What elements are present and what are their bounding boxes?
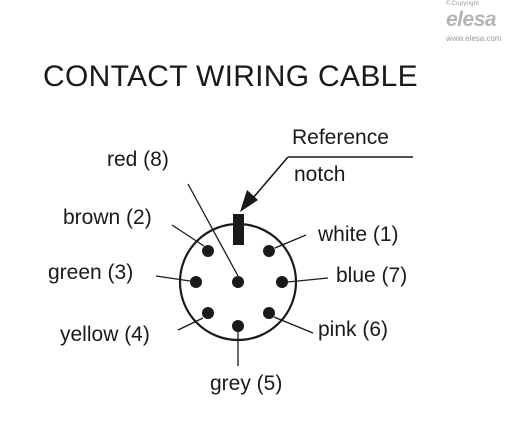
pin-2-brown (202, 245, 214, 257)
pin-6-pink (263, 307, 275, 319)
pin-7-blue (276, 276, 288, 288)
pin-3-green (190, 276, 202, 288)
leader-green (155, 275, 191, 282)
diagram-title: CONTACT WIRING CABLE (43, 60, 418, 93)
reference-label: Reference (292, 126, 389, 149)
label-green: green (3) (48, 261, 134, 284)
label-brown: brown (2) (63, 206, 152, 229)
copyright-symbol: © (446, 1, 451, 7)
pin-4-yellow (202, 307, 214, 319)
leader-red (187, 183, 239, 277)
pin-1-white (263, 245, 275, 257)
copyright-notice: ©Copyright (446, 1, 479, 7)
leader-white (274, 234, 307, 249)
leader-blue (287, 277, 329, 283)
label-grey: grey (5) (210, 372, 283, 395)
leader-pink (273, 316, 314, 334)
pin-5-grey (232, 320, 244, 332)
copyright-text: Copyright (451, 1, 480, 7)
leader-brown (171, 224, 205, 247)
elesa-logo: elesa (446, 8, 497, 31)
label-yellow: yellow (4) (60, 323, 150, 346)
notch-label: notch (294, 163, 346, 186)
website-text: www.elesa.com (446, 34, 502, 43)
notch-leader-diagonal (252, 156, 289, 199)
reference-notch (233, 214, 244, 245)
leader-yellow (177, 317, 204, 331)
label-white: white (1) (318, 223, 399, 246)
label-pink: pink (6) (318, 318, 389, 341)
notch-arrowhead (240, 190, 258, 212)
pin-8-red (232, 276, 244, 288)
label-blue: blue (7) (336, 264, 408, 287)
label-red: red (8) (107, 148, 169, 171)
